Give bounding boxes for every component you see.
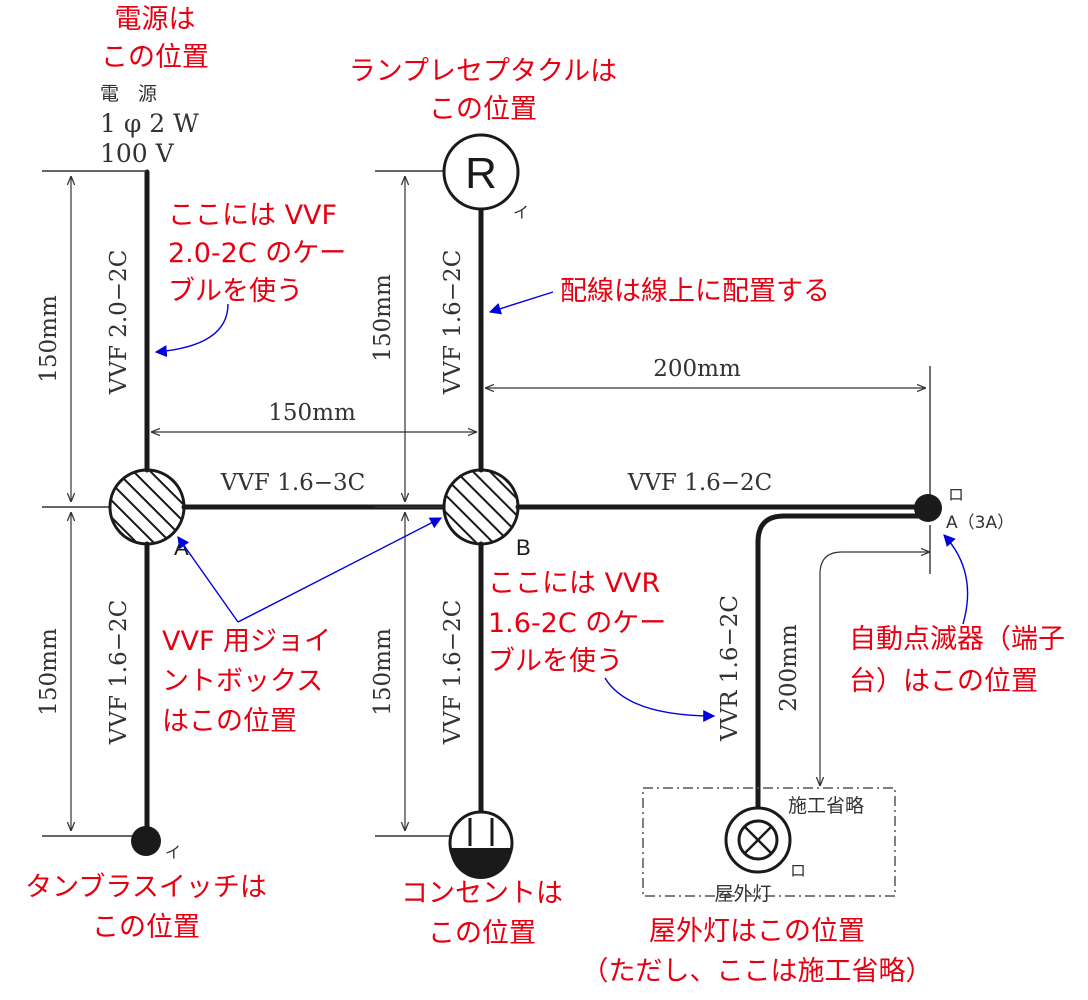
- arrow-jb-a: [177, 536, 239, 623]
- cable-labels: VVF 2.0−2C VVF 1.6−2C VVF 1.6−3C VVF 1.6…: [106, 250, 772, 746]
- timer-dot-icon: [914, 494, 942, 522]
- wire-vvr-to-outdoor-light: [755, 513, 925, 821]
- note-jb-2: ントボックス: [162, 666, 323, 697]
- dim-mid-lower: 150mm: [370, 628, 396, 716]
- outlet: [448, 810, 514, 879]
- automatic-switch: ロ A（3A）: [914, 485, 1014, 533]
- timer-label: A（3A）: [946, 513, 1014, 533]
- note-switch-2: この位置: [92, 912, 200, 943]
- switch-dot-icon: [131, 826, 161, 856]
- outdoor-light: 施工省略 ロ 屋外灯: [642, 787, 896, 905]
- note-outlet-2: この位置: [428, 918, 536, 949]
- note-outdoor-1: 屋外灯はこの位置: [649, 916, 865, 947]
- note-power-2: この位置: [101, 42, 209, 73]
- note-jb-1: VVF 用ジョイ: [162, 626, 331, 657]
- note-vvr-1: ここには VVR: [488, 568, 660, 599]
- receptacle-circle-icon: [442, 133, 520, 211]
- tumbler-switch: イ: [131, 826, 181, 862]
- dim-horizontal-ab: 150mm: [268, 400, 356, 426]
- arrow-vvr: [604, 677, 716, 722]
- note-vvf20-1: ここには VVF: [168, 200, 337, 231]
- power-source-label: 電 源 1 φ 2 W 100 V: [100, 83, 199, 168]
- joint-box-b-label: B: [516, 535, 531, 560]
- joint-box-a-icon: [108, 468, 186, 546]
- cable-vvf-2c-20: VVF 2.0−2C: [106, 250, 132, 396]
- arrow-timer: [943, 534, 969, 625]
- wires: [144, 169, 925, 835]
- cable-vvf-2c-mid-bottom: VVF 1.6−2C: [440, 600, 466, 746]
- omitted-area-box: [642, 787, 896, 897]
- annotations: 電源は この位置 ランプレセプタクルは この位置 ここには VVF 2.0-2C…: [25, 4, 1065, 987]
- receptacle-mark: イ: [513, 203, 529, 222]
- joint-box-b-icon: [442, 468, 520, 546]
- arrow-vvf20: [154, 303, 229, 358]
- dimension-arrows: [71, 176, 930, 831]
- outlet-base-icon: [450, 848, 512, 879]
- dim-mid-upper: 150mm: [370, 274, 396, 362]
- note-power-1: 電源は: [115, 4, 196, 35]
- outdoor-label: 屋外灯: [714, 883, 771, 905]
- note-vvf20-3: ブルを使う: [168, 276, 303, 307]
- cable-vvf-2c-left-bottom: VVF 1.6−2C: [106, 600, 132, 746]
- note-switch-1: タンブラスイッチは: [25, 872, 267, 903]
- note-lamp-1: ランプレセプタクルは: [349, 56, 617, 87]
- note-lamp-2: この位置: [429, 94, 537, 125]
- dim-left-lower: 150mm: [36, 628, 62, 716]
- extension-lines: [42, 170, 931, 837]
- note-outdoor-2: （ただし、ここは施工省略）: [582, 956, 933, 987]
- power-source-line3: 100 V: [100, 139, 175, 168]
- note-timer-1: 自動点滅器（端子: [849, 624, 1065, 655]
- omitted-label: 施工省略: [788, 795, 864, 817]
- note-wiring: 配線は線上に配置する: [560, 276, 830, 307]
- dim-horizontal-right: 200mm: [653, 356, 741, 382]
- arrow-jb-b: [237, 517, 443, 623]
- note-vvr-2: 1.6-2C のケー: [488, 608, 666, 639]
- cable-vvf-2c-right: VVF 1.6−2C: [627, 470, 773, 496]
- cable-vvf-2c-top: VVF 1.6−2C: [440, 250, 466, 396]
- outdoor-mark: ロ: [790, 861, 806, 880]
- dimension-labels: 150mm 150mm 150mm 150mm 150mm 200mm 200m…: [36, 274, 802, 716]
- note-outlet-1: コンセントは: [401, 878, 563, 909]
- power-source-line1: 電 源: [100, 83, 157, 105]
- note-vvr-3: ブルを使う: [488, 646, 623, 677]
- switch-mark: イ: [165, 843, 181, 862]
- lamp-receptacle: R イ: [442, 133, 529, 222]
- note-timer-2: 台）はこの位置: [849, 666, 1038, 697]
- power-source-line2: 1 φ 2 W: [100, 109, 199, 138]
- timer-mark: ロ: [948, 485, 964, 504]
- pointer-arrows: [154, 291, 969, 722]
- cable-vvr-2c: VVR 1.6−2C: [717, 595, 743, 742]
- dim-left-upper: 150mm: [36, 295, 62, 383]
- note-vvf20-2: 2.0-2C のケー: [168, 238, 346, 269]
- arrow-wiring: [488, 291, 554, 315]
- dim-vertical-right: 200mm: [776, 624, 802, 712]
- receptacle-letter: R: [465, 149, 497, 198]
- note-jb-3: はこの位置: [162, 706, 297, 737]
- joint-box-b: B: [442, 468, 531, 560]
- joint-box-a-label: A: [174, 535, 189, 560]
- cable-vvf-3c: VVF 1.6−3C: [220, 470, 366, 496]
